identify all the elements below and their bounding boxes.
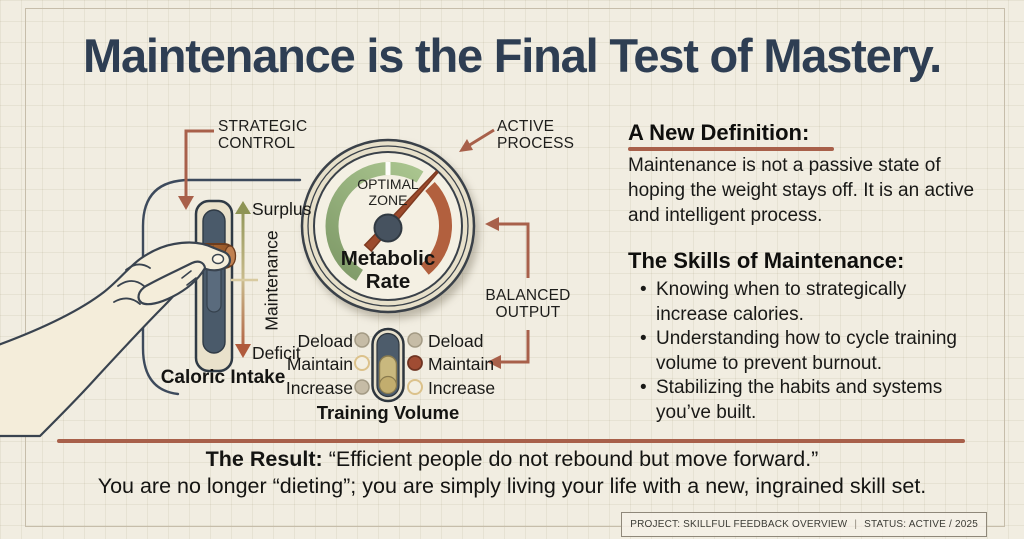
right-option-increase: Increase <box>428 378 496 398</box>
radio-right-increase[interactable] <box>407 379 423 395</box>
caloric-intake-slider[interactable] <box>189 199 237 373</box>
right-option-deload: Deload <box>428 331 484 351</box>
maintenance-label: Maintenance <box>261 230 282 331</box>
skill-text: Knowing when to strategically increase c… <box>656 279 907 325</box>
project-stamp: PROJECT: SKILLFUL FEEDBACK OVERVIEW | ST… <box>621 512 987 537</box>
skill-text: Understanding how to cycle training volu… <box>656 328 958 374</box>
surplus-deficit-arrow <box>231 201 258 358</box>
active-process-label: ACTIVE PROCESS <box>497 118 575 152</box>
gauge-green-arc <box>325 161 424 281</box>
metabolic-rate-gauge <box>300 138 476 314</box>
bullet-icon: • <box>640 377 647 398</box>
left-sketch-frame <box>141 178 302 396</box>
metabolic-rate-caption: Metabolic Rate <box>340 247 436 293</box>
left-option-increase: Increase <box>285 378 353 398</box>
radio-right-deload[interactable] <box>407 332 423 348</box>
definition-heading: A New Definition: <box>628 120 810 145</box>
status-label: STATUS: ACTIVE / 2025 <box>864 519 978 530</box>
radio-left-deload[interactable] <box>354 332 370 348</box>
list-item: • Stabilizing the habits and systems you… <box>640 376 957 425</box>
skills-heading: The Skills of Maintenance: <box>628 248 905 273</box>
hand-illustration <box>0 241 231 438</box>
left-option-deload: Deload <box>297 331 353 351</box>
result-line1: The Result: “Efficient people do not reb… <box>0 447 1024 472</box>
skill-text: Stabilizing the habits and systems you’v… <box>656 377 943 423</box>
definition-underline <box>628 147 834 151</box>
gauge-hub <box>373 213 403 243</box>
project-label: PROJECT: SKILLFUL FEEDBACK OVERVIEW <box>630 519 848 530</box>
page-title: Maintenance is the Final Test of Mastery… <box>83 29 942 82</box>
optimal-zone-label: OPTIMAL ZONE <box>357 176 419 208</box>
stamp-divider: | <box>854 519 858 530</box>
caloric-intake-caption: Caloric Intake <box>160 367 286 388</box>
bullet-icon: • <box>640 279 647 300</box>
list-item: • Knowing when to strategically increase… <box>640 278 957 327</box>
skills-list: • Knowing when to strategically increase… <box>640 278 957 425</box>
balanced-output-bracket <box>485 217 530 369</box>
radio-right-maintain[interactable] <box>407 355 423 371</box>
result-line2: You are no longer “dieting”; you are sim… <box>97 474 927 498</box>
left-option-maintain: Maintain <box>286 354 353 374</box>
result-divider <box>57 439 965 443</box>
radio-left-increase[interactable] <box>354 379 370 395</box>
active-process-arrow <box>459 128 495 152</box>
bullet-icon: • <box>640 328 647 349</box>
list-item: • Understanding how to cycle training vo… <box>640 327 957 376</box>
result-label: The Result: <box>205 447 323 471</box>
training-volume-toggle[interactable] <box>371 327 405 403</box>
balanced-output-label: BALANCED OUTPUT <box>485 287 571 321</box>
surplus-label: Surplus <box>252 199 312 219</box>
right-option-maintain: Maintain <box>428 354 495 374</box>
gauge-red-arc <box>420 182 452 275</box>
radio-left-maintain[interactable] <box>354 355 370 371</box>
training-radio-dots[interactable] <box>354 332 423 395</box>
strategic-control-label: STRATEGIC CONTROL <box>218 118 308 152</box>
strategic-control-arrow <box>178 129 214 210</box>
result-quote: “Efficient people do not rebound but mov… <box>322 447 819 471</box>
deficit-label: Deficit <box>252 343 301 363</box>
definition-body: Maintenance is not a passive state of ho… <box>628 155 975 226</box>
training-volume-caption: Training Volume <box>316 402 460 423</box>
